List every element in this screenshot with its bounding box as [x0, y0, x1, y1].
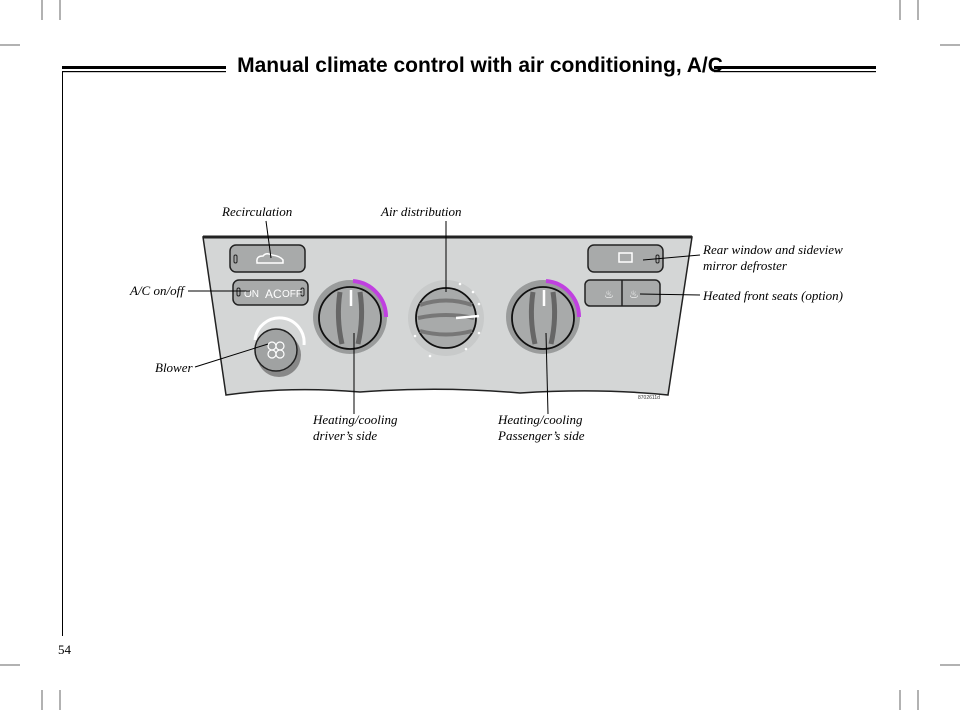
label-air-distribution: Air distribution — [381, 204, 462, 219]
ac-on-text: ON — [244, 289, 259, 300]
recirculation-button[interactable] — [229, 244, 306, 273]
heated-seat-buttons[interactable]: ♨ ♨ — [584, 279, 661, 307]
ac-button[interactable]: ON AC OFF — [232, 279, 309, 306]
label-blower: Blower — [155, 360, 193, 375]
ac-off-text: OFF — [282, 289, 302, 300]
leader-lines — [188, 220, 701, 415]
label-heating-driver: Heating/cooling driver’s side — [313, 412, 398, 444]
air-distribution-knob[interactable] — [408, 280, 484, 358]
seat-heat-right-icon: ♨ — [629, 289, 639, 301]
label-line: Passenger’s side — [498, 428, 585, 443]
label-line: mirror defroster — [703, 258, 787, 273]
image-code: 8702611d — [638, 395, 660, 401]
seat-heat-left-icon: ♨ — [604, 289, 614, 301]
label-heating-passenger: Heating/cooling Passenger’s side — [498, 412, 585, 444]
label-line: driver’s side — [313, 428, 378, 443]
label-heated-seats: Heated front seats (option) — [703, 288, 843, 303]
label-recirculation: Recirculation — [222, 204, 293, 219]
page-number: 54 — [58, 642, 71, 657]
passenger-temperature-knob[interactable] — [506, 279, 582, 354]
label-line: Heating/cooling — [313, 412, 398, 427]
header-rules — [62, 66, 876, 636]
label-rear-defroster: Rear window and sideview mirror defroste… — [703, 242, 843, 274]
rear-defrost-icon — [618, 252, 633, 263]
car-recirculation-icon — [256, 252, 284, 264]
label-ac-on-off: A/C on/off — [130, 283, 184, 298]
driver-temperature-knob[interactable] — [313, 279, 389, 354]
climate-panel-illustration: ON AC OFF — [202, 235, 693, 401]
page-title: Manual climate control with air conditio… — [237, 54, 723, 77]
rear-defroster-button[interactable] — [587, 244, 664, 273]
fan-icon — [267, 341, 285, 359]
label-line: Heating/cooling — [498, 412, 583, 427]
label-line: Rear window and sideview — [703, 242, 843, 257]
ac-text: AC — [265, 287, 282, 301]
